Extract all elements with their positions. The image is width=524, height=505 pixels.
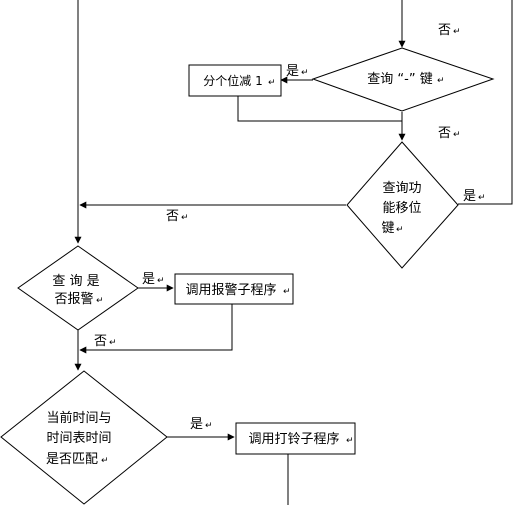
label-yes-alarm: 是 xyxy=(142,272,155,287)
minus-query-text: 查询 “-” 键 xyxy=(367,72,432,87)
time-match-text-1: 当前时间与 xyxy=(46,410,111,426)
return-mark-shift: ↵ xyxy=(396,225,404,235)
return-mark-subtract: ↵ xyxy=(268,78,276,88)
process-subtract xyxy=(188,64,282,97)
label-yes-shift: 是 xyxy=(463,189,476,204)
shift-query-text-3: 键 xyxy=(381,221,394,236)
return-mark-1: ↵ xyxy=(453,27,461,37)
label-no-alarm: 否 xyxy=(94,334,107,349)
return-mark-7: ↵ xyxy=(109,338,117,348)
return-mark-alarm-q: ↵ xyxy=(96,296,104,306)
return-mark-2: ↵ xyxy=(301,68,309,78)
label-no-shift: 否 xyxy=(166,209,179,224)
decision-time-match xyxy=(0,370,168,505)
label-no-top: 否 xyxy=(438,23,451,38)
label-yes-minus: 是 xyxy=(286,64,299,79)
return-mark-match: ↵ xyxy=(101,456,109,466)
return-mark-3: ↵ xyxy=(453,130,461,140)
decision-minus-key xyxy=(311,47,495,112)
call-alarm-text: 调用报警子程序 xyxy=(185,282,276,298)
edge-shift-yes-loop xyxy=(458,0,513,205)
edge-subtract-return xyxy=(237,96,402,122)
decision-shift-key xyxy=(346,141,459,269)
time-match-text-3: 是否匹配 xyxy=(46,452,98,467)
edge-alarm-return xyxy=(80,304,233,351)
return-mark-6: ↵ xyxy=(157,276,165,286)
return-mark-call-alarm: ↵ xyxy=(283,287,291,297)
label-no-minus: 否 xyxy=(438,126,451,141)
return-mark-minus: ↵ xyxy=(437,76,445,86)
call-bell-text: 调用打铃子程序 xyxy=(248,432,339,447)
alarm-query-text-2: 否报警 xyxy=(54,291,93,307)
subtract-text: 分个位减 1 xyxy=(203,73,262,88)
label-yes-match: 是 xyxy=(190,417,203,432)
shift-query-text-2: 能移位 xyxy=(382,201,421,216)
shift-query-text-1: 查询功 xyxy=(382,181,421,196)
process-call-bell xyxy=(235,422,356,455)
return-mark-8: ↵ xyxy=(205,421,213,431)
return-mark-5: ↵ xyxy=(181,213,189,223)
process-call-alarm xyxy=(174,273,294,305)
decision-alarm xyxy=(17,245,139,331)
return-mark-call-bell: ↵ xyxy=(346,436,354,446)
return-mark-4: ↵ xyxy=(478,193,486,203)
time-match-text-2: 时间表时间 xyxy=(46,431,111,446)
alarm-query-text-1: 查 询 是 xyxy=(52,274,99,289)
